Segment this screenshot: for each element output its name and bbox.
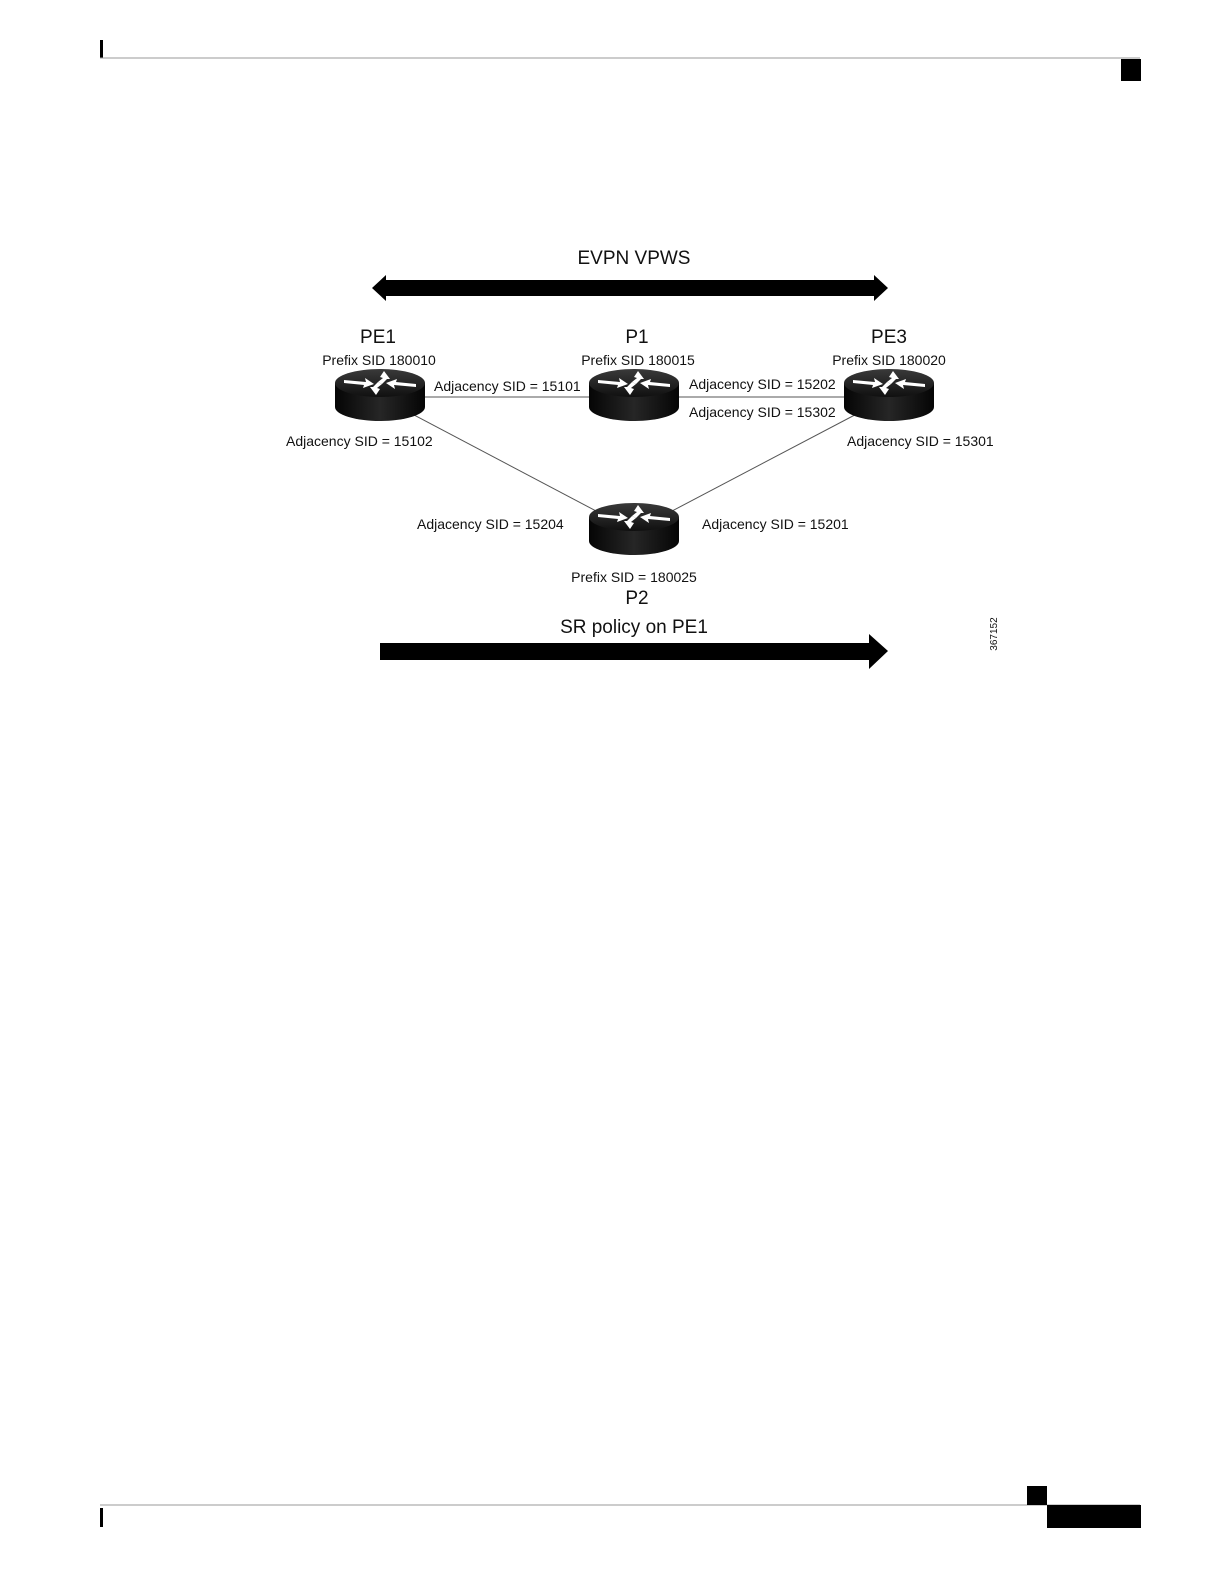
node-pe1-name: PE1 — [360, 327, 396, 348]
evpn-vpws-label: EVPN VPWS — [578, 248, 691, 269]
adjacency-p2-pe1-label: Adjacency SID = 15204 — [417, 516, 564, 532]
node-p1-prefix-sid: Prefix SID 180015 — [581, 352, 695, 368]
adjacency-pe3-p2-label: Adjacency SID = 15301 — [847, 433, 994, 449]
node-p2-name: P2 — [625, 588, 648, 609]
adjacency-pe1-p1-label: Adjacency SID = 15101 — [434, 378, 581, 394]
sr-policy-label: SR policy on PE1 — [560, 617, 708, 638]
figure-id-label: 367152 — [989, 617, 1000, 651]
adjacency-p2-pe3-label: Adjacency SID = 15201 — [702, 516, 849, 532]
node-p1-name: P1 — [625, 327, 648, 348]
node-p2-prefix-sid: Prefix SID = 180025 — [571, 569, 697, 585]
node-pe3-prefix-sid: Prefix SID 180020 — [832, 352, 946, 368]
adjacency-pe3-p1-label: Adjacency SID = 15302 — [689, 404, 836, 420]
adjacency-pe1-p2-label: Adjacency SID = 15102 — [286, 433, 433, 449]
node-pe1-prefix-sid: Prefix SID 180010 — [322, 352, 436, 368]
router-pe3-icon — [844, 369, 934, 421]
node-pe3-name: PE3 — [871, 327, 907, 348]
router-p1-icon — [589, 369, 679, 421]
sr-policy-arrow — [380, 634, 888, 669]
adjacency-p1-pe3-label: Adjacency SID = 15202 — [689, 376, 836, 392]
router-pe1-icon — [335, 369, 425, 421]
evpn-vpws-double-arrow — [372, 275, 888, 301]
router-p2-icon — [589, 503, 679, 555]
